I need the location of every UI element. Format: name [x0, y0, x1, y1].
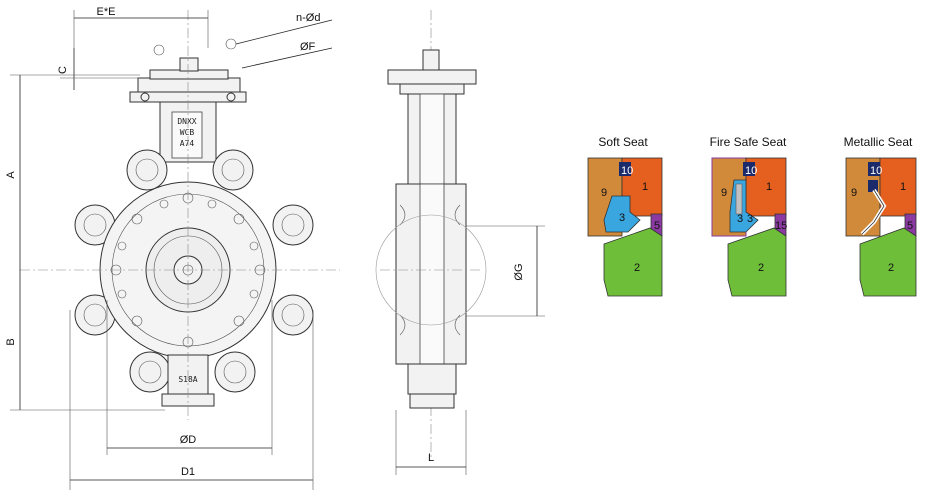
svg-text:1: 1	[642, 181, 648, 193]
casting-mark-1: DNXX	[177, 117, 196, 126]
svg-text:3: 3	[737, 213, 743, 225]
seat-detail-soft: Soft Seat 9 10 1 3 5 2	[587, 135, 663, 297]
svg-text:1: 1	[900, 181, 906, 193]
top-mounting-flange	[137, 77, 241, 93]
section-dimensions: ØG L	[395, 225, 545, 475]
dim-n-d: n-Ød	[296, 12, 320, 24]
svg-text:2: 2	[758, 262, 764, 274]
dim-b: B	[5, 338, 17, 345]
dim-a: A	[5, 171, 17, 179]
seat-title-soft: Soft Seat	[598, 135, 648, 149]
dim-l: L	[428, 452, 434, 464]
casting-mark-2: WCB	[180, 128, 195, 137]
dim-ee: E*E	[97, 6, 116, 18]
svg-text:9: 9	[721, 187, 727, 199]
front-dimensions: E*E n-Ød ØF C A B ØD D1	[5, 6, 333, 490]
seat-detail-metallic: Metallic Seat 9 10 1 5 2	[844, 135, 917, 297]
svg-text:5: 5	[654, 220, 660, 232]
svg-text:5: 5	[907, 220, 913, 232]
svg-text:1: 1	[766, 181, 772, 193]
front-view: DNXX WCB A74	[20, 10, 340, 420]
section-view	[375, 10, 487, 460]
lugs	[74, 149, 314, 393]
seat-title-metallic: Metallic Seat	[844, 135, 913, 149]
dim-f: ØF	[300, 41, 316, 53]
svg-text:2: 2	[888, 262, 894, 274]
svg-text:10: 10	[621, 165, 633, 177]
stem-top	[179, 57, 199, 72]
dim-d1: D1	[181, 466, 195, 478]
svg-text:15: 15	[775, 220, 787, 232]
svg-text:10: 10	[745, 165, 757, 177]
dim-c: C	[57, 66, 69, 74]
svg-text:3: 3	[619, 212, 625, 224]
svg-text:3: 3	[747, 213, 753, 225]
svg-text:9: 9	[601, 187, 607, 199]
seat-title-fire-safe: Fire Safe Seat	[710, 135, 787, 149]
svg-text:9: 9	[851, 187, 857, 199]
svg-text:2: 2	[634, 262, 640, 274]
seat-detail-fire-safe: Fire Safe Seat 9 10 1 3 3 15 2	[710, 135, 787, 297]
casting-mark-3: A74	[180, 139, 195, 148]
dim-g: ØG	[513, 263, 525, 280]
svg-text:10: 10	[870, 165, 882, 177]
dim-d: ØD	[180, 434, 197, 446]
